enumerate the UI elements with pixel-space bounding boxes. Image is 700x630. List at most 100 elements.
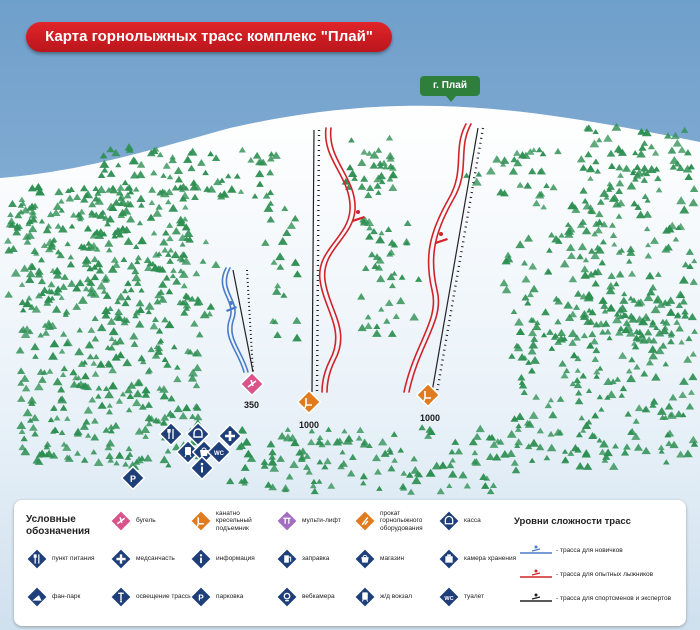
tree-icon (109, 184, 117, 191)
toilet-icon: WC (438, 586, 460, 608)
tree-icon (546, 328, 554, 335)
tree-icon (386, 163, 395, 170)
tree-icon (59, 283, 68, 290)
tree-icon (568, 275, 578, 283)
legend-item: канатно кресельный подъемник (190, 506, 274, 536)
tree-icon (38, 256, 45, 263)
tree-icon (267, 200, 274, 206)
tree-icon (648, 320, 657, 328)
tree-icon (587, 207, 594, 214)
tree-icon (132, 398, 142, 407)
tree-icon (29, 215, 38, 223)
tree-icon (564, 230, 574, 238)
tree-icon (33, 382, 44, 391)
tree-icon (166, 222, 174, 228)
tree-icon (359, 472, 368, 480)
tree-icon (181, 256, 192, 265)
tree-icon (617, 172, 624, 178)
tree-icon (586, 388, 593, 393)
tree-icon (138, 287, 145, 293)
skier-icon (226, 301, 237, 312)
chairlift-sign-icon[interactable] (296, 389, 322, 415)
tree-icon (293, 270, 302, 278)
tree-icon (342, 436, 353, 445)
tree-icon (385, 151, 395, 160)
tree-icon (561, 448, 569, 454)
skier-icon (435, 232, 448, 244)
tree-icon (375, 147, 383, 153)
tree-icon (286, 221, 297, 229)
tree-icon (416, 472, 424, 478)
toilet-icon[interactable]: WC (206, 439, 232, 465)
tree-icon (568, 310, 578, 318)
tree-icon (384, 299, 394, 307)
tree-icon (116, 231, 124, 238)
tree-icon (122, 358, 132, 367)
tree-icon (515, 423, 522, 429)
tree-icon (153, 344, 160, 350)
tree-icon (285, 473, 294, 480)
tree-icon (126, 261, 137, 270)
tree-icon (632, 176, 639, 182)
tree-icon (682, 164, 693, 173)
tree-icon (37, 277, 47, 285)
tree-icon (531, 322, 542, 331)
tree-icon (448, 448, 456, 455)
tree-icon (49, 295, 56, 301)
tree-icon (582, 257, 590, 263)
tree-icon (96, 360, 106, 368)
info-icon[interactable] (189, 455, 215, 481)
tree-icon (624, 410, 632, 417)
tree-icon (595, 210, 604, 218)
tree-icon (601, 457, 609, 463)
tree-icon (276, 263, 285, 270)
tree-icon (371, 262, 380, 270)
tree-icon (611, 122, 622, 131)
tree-icon (82, 285, 90, 292)
tree-icon (163, 274, 171, 281)
drag-lift-sign-icon[interactable] (239, 371, 265, 397)
legend-item: бугель (110, 506, 194, 536)
tree-icon (182, 204, 189, 210)
tree-icon (540, 204, 547, 210)
tree-icon (565, 243, 576, 251)
tree-icon (599, 188, 610, 197)
tree-icon (57, 396, 65, 402)
tree-icon (628, 314, 639, 323)
tree-icon (7, 211, 14, 217)
legend-item-label: информация (216, 555, 255, 563)
tree-icon (99, 159, 110, 168)
tree-icon (608, 222, 616, 228)
ticket-office-icon[interactable] (185, 421, 211, 447)
tree-icon (630, 297, 638, 303)
tree-icon (67, 279, 77, 287)
tree-icon (371, 454, 381, 462)
tree-icon (30, 342, 40, 351)
shop-icon[interactable] (191, 439, 217, 465)
tree-icon (115, 189, 124, 196)
tree-icon (144, 263, 153, 272)
tree-icon (289, 460, 299, 468)
tree-icon (618, 392, 625, 398)
tree-icon (521, 354, 528, 360)
tree-icon (606, 390, 617, 399)
tree-icon (108, 203, 118, 212)
tree-icon (580, 271, 591, 279)
tree-icon (261, 239, 270, 246)
tree-icon (356, 426, 365, 433)
tree-icon (137, 236, 147, 245)
tree-icon (539, 150, 547, 157)
tree-icon (116, 351, 126, 359)
food-point-icon[interactable] (158, 421, 184, 447)
tree-icon (316, 434, 324, 441)
medical-icon[interactable] (217, 423, 243, 449)
parking-icon[interactable]: P (120, 465, 146, 491)
run-length-label: 1000 (420, 413, 441, 423)
tree-icon (616, 199, 626, 207)
tree-icon (227, 185, 237, 193)
railway-icon[interactable] (175, 439, 201, 465)
tree-icon (53, 414, 61, 421)
chairlift-sign-icon[interactable] (415, 382, 441, 408)
tree-icon (351, 175, 358, 181)
advanced-run-1 (319, 127, 351, 393)
